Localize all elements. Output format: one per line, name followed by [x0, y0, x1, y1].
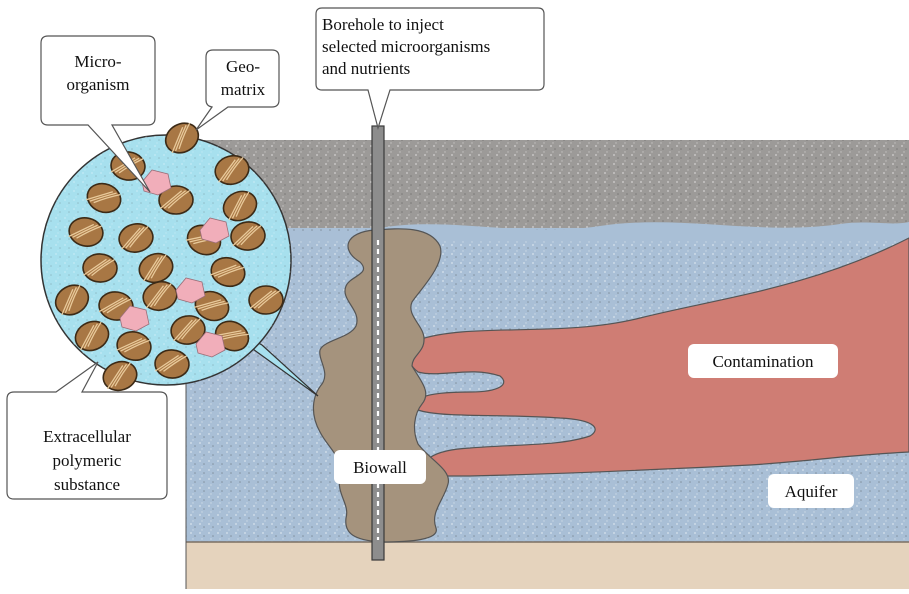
callout-borehole: Borehole to inject selected microorganis…: [316, 8, 544, 128]
geomatrix-label-line1: Geo-: [226, 57, 260, 76]
callout-geomatrix: Geo- matrix: [196, 50, 279, 130]
microorganism-label-line2: organism: [67, 75, 130, 94]
borehole: [372, 126, 384, 560]
geomatrix-grain: [249, 286, 283, 315]
eps-label-line2: polymeric: [53, 451, 122, 470]
microorganism-label-line1: Micro-: [74, 52, 122, 71]
label-aquifer: Aquifer: [768, 474, 854, 508]
geomatrix-grain: [82, 253, 117, 283]
biowall-label: Biowall: [353, 458, 407, 477]
geomatrix-label-line2: matrix: [221, 80, 266, 99]
eps-label-line1: Extracellular: [43, 427, 131, 446]
borehole-label-line3: and nutrients: [322, 59, 410, 78]
label-contamination: Contamination: [688, 344, 838, 378]
eps-label-line3: substance: [54, 475, 120, 494]
borehole-label-line1: Borehole to inject: [322, 15, 444, 34]
aquifer-label: Aquifer: [785, 482, 838, 501]
borehole-label-line2: selected microorganisms: [322, 37, 490, 56]
label-biowall: Biowall: [334, 450, 426, 484]
contamination-label: Contamination: [712, 352, 814, 371]
bedrock-layer: [186, 542, 909, 589]
